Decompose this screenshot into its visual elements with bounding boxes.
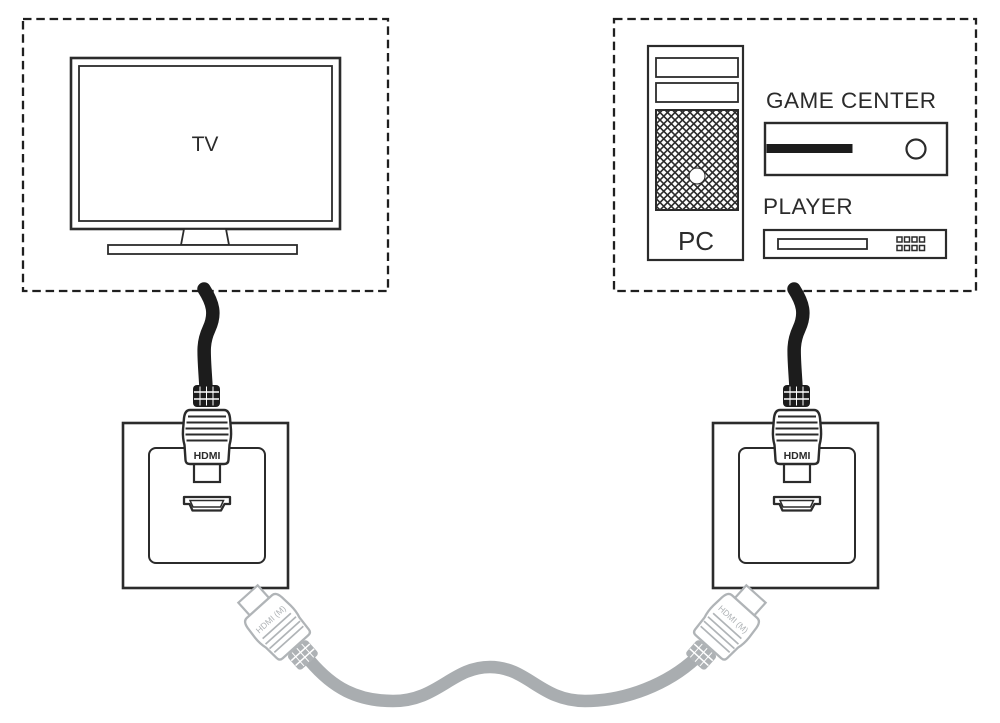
left-plug-grip-ridges: [185, 415, 229, 442]
game-center-label: GAME CENTER: [766, 88, 937, 113]
dvd-player-tray: [777, 238, 868, 250]
patch-cable-left-connector: HDMI (M): [236, 583, 318, 670]
tv-stand-neck: [179, 228, 231, 246]
pc-drive-bay-2: [655, 82, 739, 103]
tv-screen: [78, 65, 333, 222]
left-strain-relief-knurl: [199, 386, 214, 406]
left-cable-strain-relief: [193, 385, 220, 407]
patch-left-grip-ridges: [262, 612, 304, 654]
left-plug-metal-tip: [192, 461, 222, 484]
left-drop-cable-assembly: HDMI: [181, 282, 233, 484]
patch-cable-cord: [303, 651, 703, 708]
pc-power-button: [688, 167, 706, 185]
patch-right-relief-knurl: [689, 643, 713, 667]
right-plug-grip-ridges: [775, 415, 819, 442]
right-hdmi-port-slot: [778, 499, 815, 508]
pc-drive-bay-1: [655, 57, 739, 78]
tv: TV: [69, 56, 342, 255]
tv-label: TV: [192, 133, 219, 156]
game-console-power-button: [905, 138, 927, 160]
pc-tower: PC: [646, 44, 745, 262]
player-label: PLAYER: [763, 194, 853, 219]
dvd-player: [762, 228, 948, 260]
right-strain-relief-knurl: [789, 386, 804, 406]
pc-label: PC: [678, 226, 714, 256]
left-plug-hdmi-label: HDMI: [194, 450, 221, 462]
patch-right-plug-body: [692, 592, 761, 661]
tv-stand-base: [107, 244, 298, 255]
right-drop-cable-shapes: HDMI: [771, 282, 823, 484]
right-plug-metal-tip: [782, 461, 812, 484]
right-black-cable: [787, 282, 810, 394]
patch-left-plug-body: [243, 592, 312, 661]
game-console: [763, 121, 949, 177]
dvd-player-buttons: [896, 236, 926, 252]
right-plug-hdmi-label: HDMI: [784, 450, 811, 462]
left-black-cable: [197, 282, 220, 394]
pc-vent-grille: [655, 109, 739, 211]
patch-right-grip-ridges: [700, 612, 742, 654]
patch-left-relief-knurl: [291, 643, 315, 667]
left-hdmi-port-slot: [188, 499, 225, 508]
game-console-slot: [766, 144, 853, 153]
right-drop-cable-assembly: HDMI: [771, 282, 823, 484]
patch-cable-right-connector: HDMI (M): [686, 583, 768, 670]
